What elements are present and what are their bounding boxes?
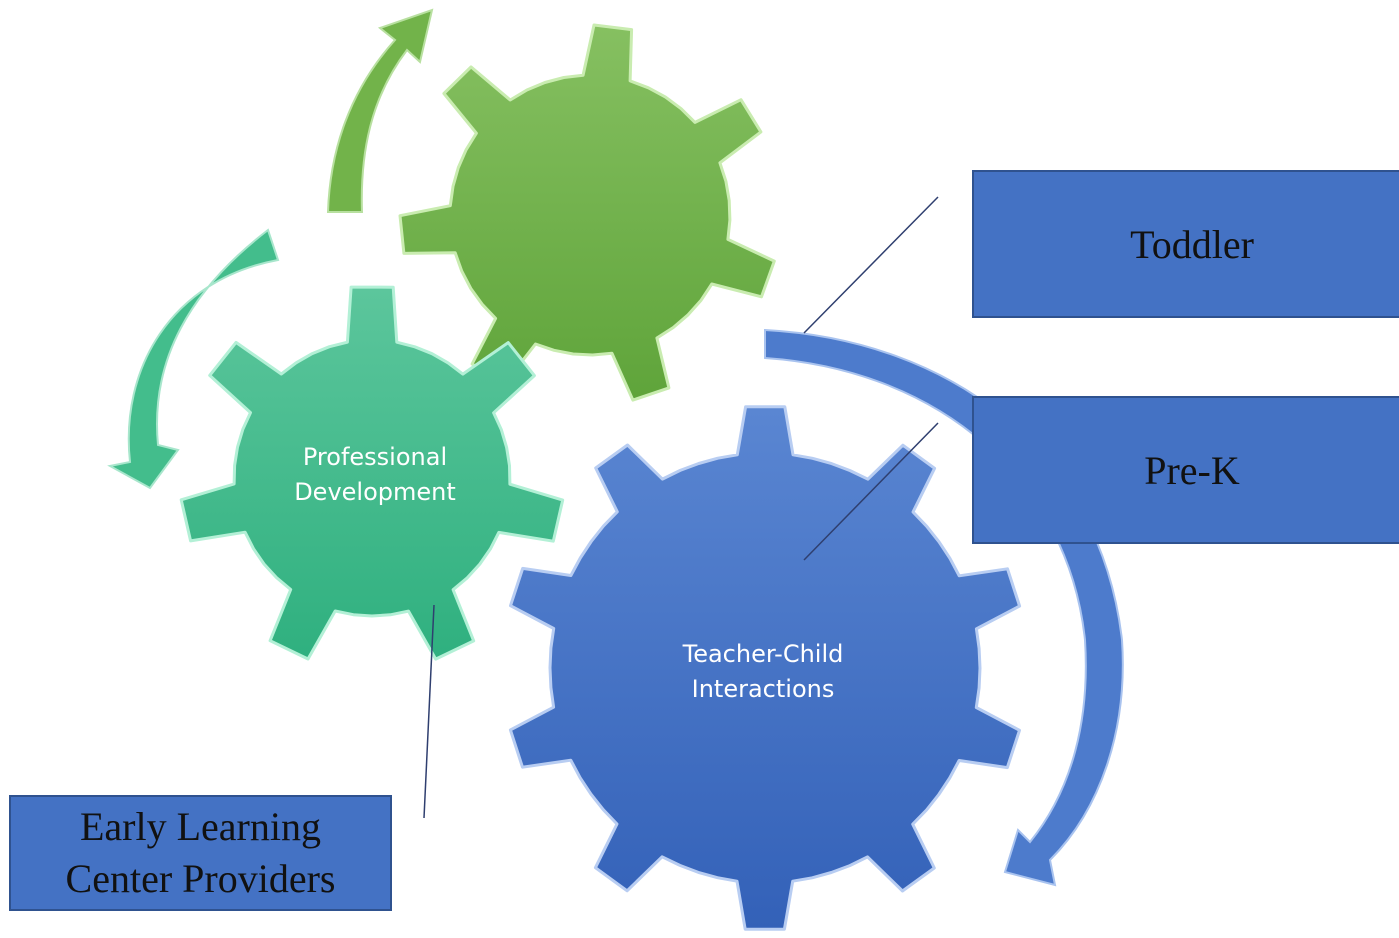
teacher-child-interactions-gear: [508, 405, 1022, 931]
providers-line2: Center Providers: [65, 856, 336, 901]
prek-box: Pre-K: [972, 396, 1399, 544]
providers-box: Early Learning Center Providers: [9, 795, 392, 911]
providers-line1: Early Learning: [79, 804, 321, 849]
toddler-box: Toddler: [972, 170, 1399, 318]
teacher-child-interactions-line2: Interactions: [691, 675, 835, 703]
prek-label: Pre-K: [1144, 447, 1240, 493]
professional-development-line1: Professional: [302, 443, 448, 471]
green-gear: [398, 23, 776, 402]
gear-bottom-shape: [508, 405, 1022, 931]
providers-callout-line: [423, 604, 435, 819]
toddler-callout-line: [803, 196, 939, 334]
toddler-label: Toddler: [1130, 221, 1254, 267]
gear-middle-shape: [179, 285, 565, 661]
green-arrow: [326, 8, 434, 213]
gear-top-shape: [398, 23, 776, 402]
prek-callout-line: [803, 422, 939, 561]
teacher-child-interactions-label: Teacher-Child Interactions: [638, 637, 888, 707]
professional-development-gear: [179, 285, 565, 661]
teacher-child-interactions-line1: Teacher-Child: [682, 640, 844, 668]
professional-development-line2: Development: [294, 478, 456, 506]
professional-development-label: Professional Development: [250, 440, 500, 510]
teal-arrow: [107, 228, 280, 490]
